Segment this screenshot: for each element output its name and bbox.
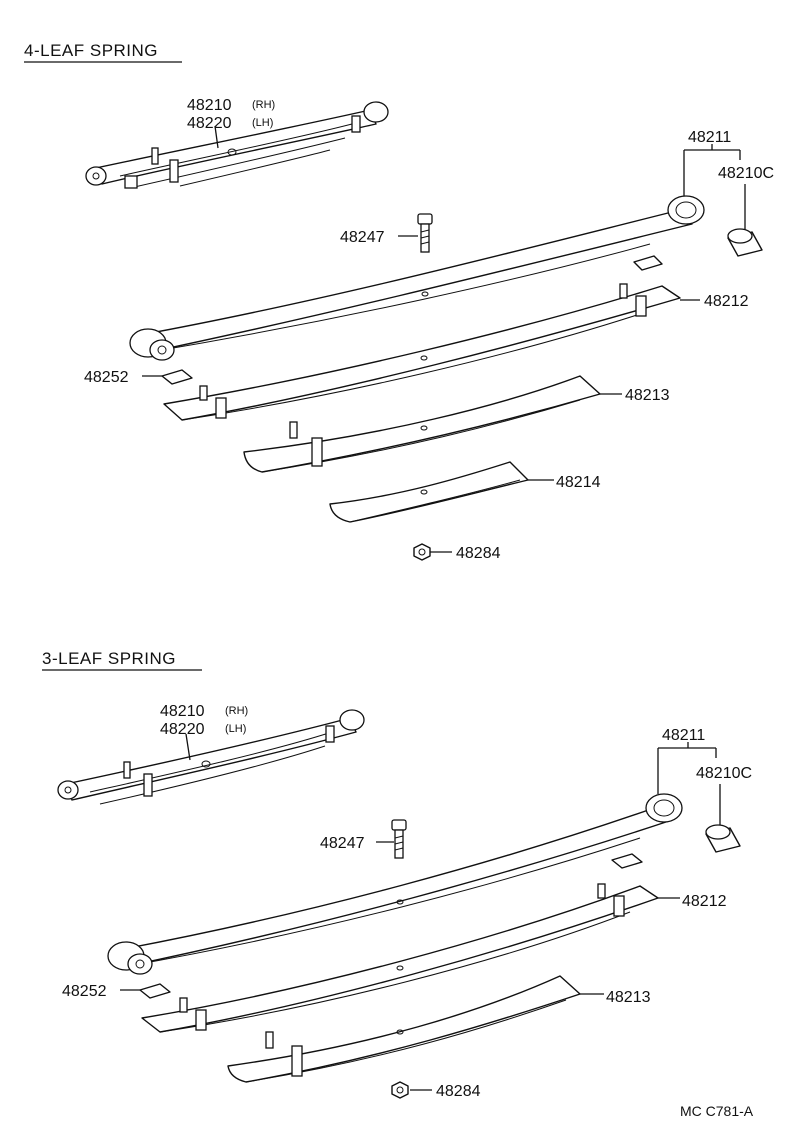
spring-assembly-illustration bbox=[85, 101, 389, 189]
section-title: 3-LEAF SPRING bbox=[42, 649, 176, 668]
leaf-no3-illustration bbox=[227, 975, 581, 1083]
label-lh: (LH) bbox=[225, 723, 246, 735]
insert-pad-illustration bbox=[161, 369, 193, 385]
figure-code: MC C781-A bbox=[680, 1103, 754, 1119]
label-48220: 48220 bbox=[160, 721, 205, 738]
section-3-leaf-spring: 3-LEAF SPRING 48210 (RH) 48220 (LH) 4821… bbox=[42, 649, 752, 1100]
section-4-leaf-spring: 4-LEAF SPRING 48210 (RH) 48220 (LH) 4821… bbox=[24, 41, 774, 562]
nut-illustration bbox=[413, 543, 431, 561]
leader-line bbox=[185, 733, 191, 761]
center-bolt-illustration bbox=[417, 213, 433, 253]
insert-pad-illustration bbox=[611, 853, 643, 869]
label-lh: (LH) bbox=[252, 117, 273, 129]
label-48247: 48247 bbox=[340, 229, 385, 246]
center-bolt-illustration bbox=[391, 819, 407, 859]
leaf-no4-illustration bbox=[329, 461, 529, 523]
label-48220: 48220 bbox=[187, 115, 232, 132]
label-48210c: 48210C bbox=[696, 765, 752, 782]
leader-line bbox=[214, 125, 219, 149]
label-rh: (RH) bbox=[225, 705, 248, 717]
spring-assembly-illustration bbox=[57, 709, 365, 805]
label-48212: 48212 bbox=[704, 293, 749, 310]
label-48210: 48210 bbox=[160, 703, 205, 720]
nut-illustration bbox=[391, 1081, 409, 1099]
insert-pad-illustration bbox=[633, 255, 663, 271]
label-48211: 48211 bbox=[662, 727, 705, 744]
label-48211: 48211 bbox=[688, 129, 731, 146]
label-48284: 48284 bbox=[436, 1083, 481, 1100]
leaf-no1-illustration bbox=[129, 195, 705, 361]
label-48213: 48213 bbox=[606, 989, 651, 1006]
leaf-no2-illustration bbox=[141, 883, 659, 1033]
label-48212: 48212 bbox=[682, 893, 727, 910]
label-48252: 48252 bbox=[62, 983, 107, 1000]
label-48210: 48210 bbox=[187, 97, 232, 114]
insert-pad-illustration bbox=[139, 983, 171, 999]
leaf-no2-illustration bbox=[163, 283, 681, 421]
label-48247: 48247 bbox=[320, 835, 365, 852]
section-title: 4-LEAF SPRING bbox=[24, 41, 158, 60]
label-48213: 48213 bbox=[625, 387, 670, 404]
leaf-no1-illustration bbox=[107, 793, 683, 975]
leaf-no3-illustration bbox=[243, 375, 601, 473]
label-48214: 48214 bbox=[556, 474, 601, 491]
bushing-illustration bbox=[705, 824, 741, 853]
label-48252: 48252 bbox=[84, 369, 129, 386]
label-48284: 48284 bbox=[456, 545, 501, 562]
label-48210c: 48210C bbox=[718, 165, 774, 182]
label-rh: (RH) bbox=[252, 99, 275, 111]
bushing-illustration bbox=[727, 228, 763, 257]
